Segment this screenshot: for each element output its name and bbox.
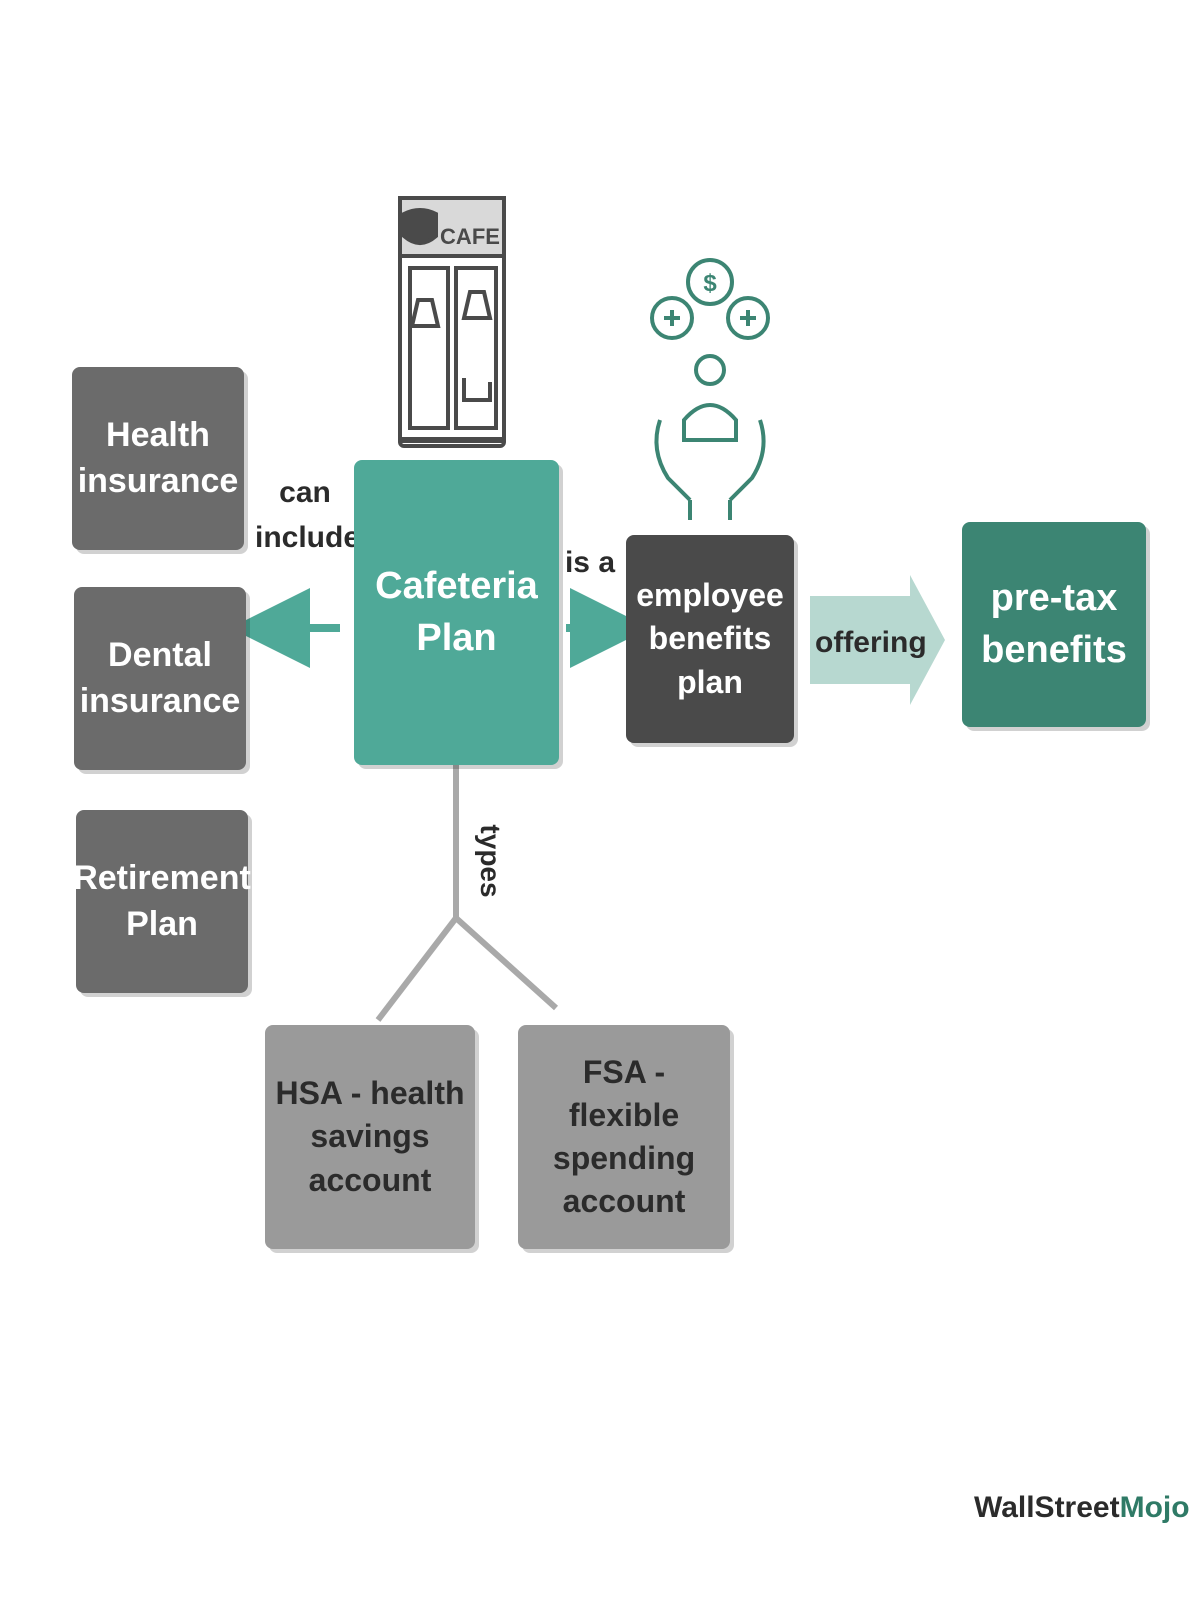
offering-label: offering xyxy=(815,626,927,659)
fsa-label: FSA - flexible spending account xyxy=(552,1053,696,1220)
pre-tax-benefits-box: pre-tax benefits xyxy=(962,522,1146,727)
retirement-plan-box: Retirement Plan xyxy=(73,810,251,993)
types-label: types xyxy=(475,824,506,898)
health-insurance-box: Health insurance xyxy=(72,367,244,550)
types-branch-right xyxy=(453,915,559,1011)
offering-arrow xyxy=(810,575,945,705)
hsa-label: HSA - health savings account xyxy=(275,1075,465,1198)
types-branch-left xyxy=(375,916,459,1022)
employee-benefits-plan-label: employee benefits plan xyxy=(636,577,784,700)
hsa-box: HSA - health savings account xyxy=(265,1025,475,1249)
cafeteria-plan-label: Cafeteria Plan xyxy=(375,565,538,659)
dental-insurance-label: Dental insurance xyxy=(79,635,241,720)
brand-name-part2: Mojo xyxy=(1119,1491,1190,1524)
brand-name-part1: WallStreet xyxy=(974,1491,1120,1524)
fsa-box: FSA - flexible spending account xyxy=(518,1025,730,1249)
dental-insurance-box: Dental insurance xyxy=(74,587,246,770)
cafe-sign-text: CAFE xyxy=(440,224,500,249)
is-a-label: is a xyxy=(564,546,616,579)
cafeteria-plan-box: Cafeteria Plan xyxy=(354,460,559,765)
can-include-label: can include xyxy=(255,476,361,554)
brand-name: WallStreetMojo xyxy=(974,1491,1190,1525)
health-insurance-label: Health insurance xyxy=(77,415,239,500)
employee-benefits-plan-box: employee benefits plan xyxy=(626,535,794,743)
retirement-plan-label: Retirement Plan xyxy=(73,858,251,943)
pre-tax-benefits-label: pre-tax benefits xyxy=(981,577,1127,671)
dollar-sign: $ xyxy=(703,270,717,297)
brand-logo: WallStreetMojo xyxy=(970,1458,1190,1558)
